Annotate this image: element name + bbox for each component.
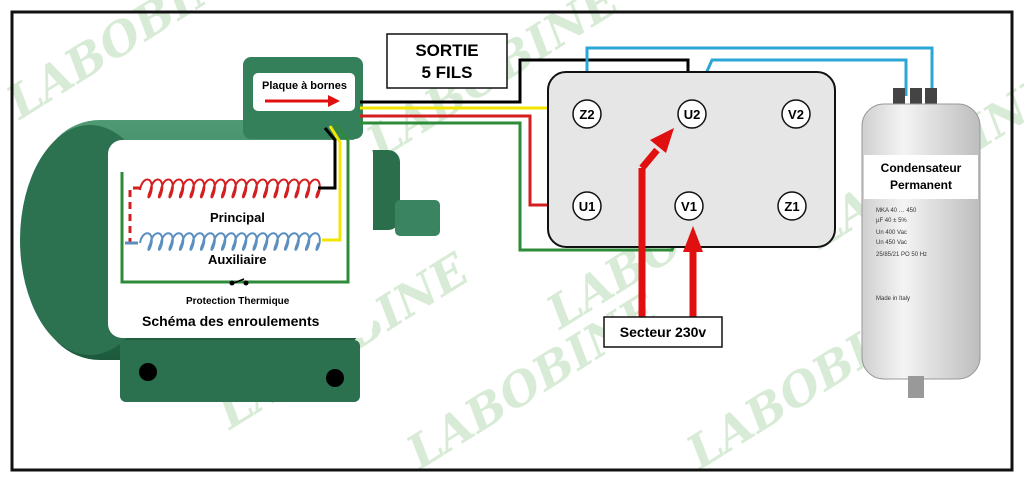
terminal-z2: Z2 [572, 99, 602, 129]
capacitor-marking: Made in Italy [876, 296, 910, 302]
outer-frame [10, 10, 1014, 472]
yellow-wire-internal [322, 125, 342, 242]
principal-dashed-wire [128, 186, 140, 245]
terminal-plate [253, 73, 355, 111]
capacitor-marking: Un 400 Vac [876, 230, 907, 236]
mount-hole-icon [139, 363, 157, 381]
thermal-switch-icon [233, 278, 245, 284]
auxiliary-coil [139, 232, 321, 251]
terminal-v1: V1 [674, 191, 704, 221]
terminal-u1: U1 [572, 191, 602, 221]
capacitor-stud [908, 376, 924, 398]
terminal-z1: Z1 [777, 191, 807, 221]
capacitor-marking: MKA 40 … 450 [876, 208, 917, 214]
mount-hole-icon [326, 369, 344, 387]
capacitor-label-box [864, 155, 978, 199]
terminal-u1-circle [572, 191, 602, 221]
plate-arrow-icon [328, 95, 340, 107]
capacitor-tab [925, 88, 937, 108]
supply-label-box [603, 316, 723, 348]
watermark-text: LABOBINE [0, 0, 269, 130]
supply-label: Secteur 230v [620, 324, 707, 340]
terminal-v1-label: V1 [681, 199, 697, 214]
principal-label: Principal [210, 210, 265, 225]
terminal-v2: V2 [781, 99, 811, 129]
green-wire-internal [120, 123, 350, 284]
auxiliaire-label: Auxiliaire [208, 252, 267, 267]
terminal-z1-label: Z1 [784, 199, 799, 214]
capacitor-marking: Un 450 Vac [876, 240, 907, 246]
terminal-v1-circle [674, 191, 704, 221]
terminal-z2-label: Z2 [579, 107, 594, 122]
output-title-line2: 5 FILS [421, 63, 472, 82]
capacitor-label-line1: Condensateur [881, 161, 962, 175]
protection-label: Protection Thermique [186, 296, 290, 307]
terminal-v2-circle [781, 99, 811, 129]
capacitor-tab [910, 88, 922, 108]
terminal-u2-circle [677, 99, 707, 129]
terminal-block [547, 71, 836, 248]
schema-title: Schéma des enroulements [142, 313, 320, 329]
output-title-line1: SORTIE [415, 41, 478, 60]
motor-shaft [395, 200, 440, 236]
capacitor-marking: µF 40 ± 5% [876, 218, 907, 224]
terminal-v2-label: V2 [788, 107, 804, 122]
capacitor-label-line2: Permanent [890, 178, 952, 192]
black-wire-internal [318, 127, 337, 190]
principal-coil [139, 178, 321, 199]
capacitor-tab [893, 88, 905, 108]
terminal-z1-circle [777, 191, 807, 221]
winding-schema-panel [108, 140, 373, 338]
capacitor: Condensateur Permanent MKA 40 … 450 µF 4… [861, 88, 981, 398]
supply-arrow-v1-icon [683, 226, 703, 252]
terminal-u2-label: U2 [684, 107, 701, 122]
supply-arrow-u2-icon [650, 128, 674, 153]
supply-arrow-line [639, 147, 660, 171]
output-title-box [386, 33, 508, 89]
switch-contact-icon [243, 280, 249, 286]
capacitor-marking: 25/85/21 PO 50 Hz [876, 252, 927, 258]
terminal-u1-label: U1 [579, 199, 596, 214]
terminal-u2: U2 [677, 99, 707, 129]
switch-contact-icon [229, 280, 235, 286]
motor-base [120, 340, 360, 402]
terminal-plate-label: Plaque à bornes [262, 80, 347, 92]
terminal-z2-circle [572, 99, 602, 129]
